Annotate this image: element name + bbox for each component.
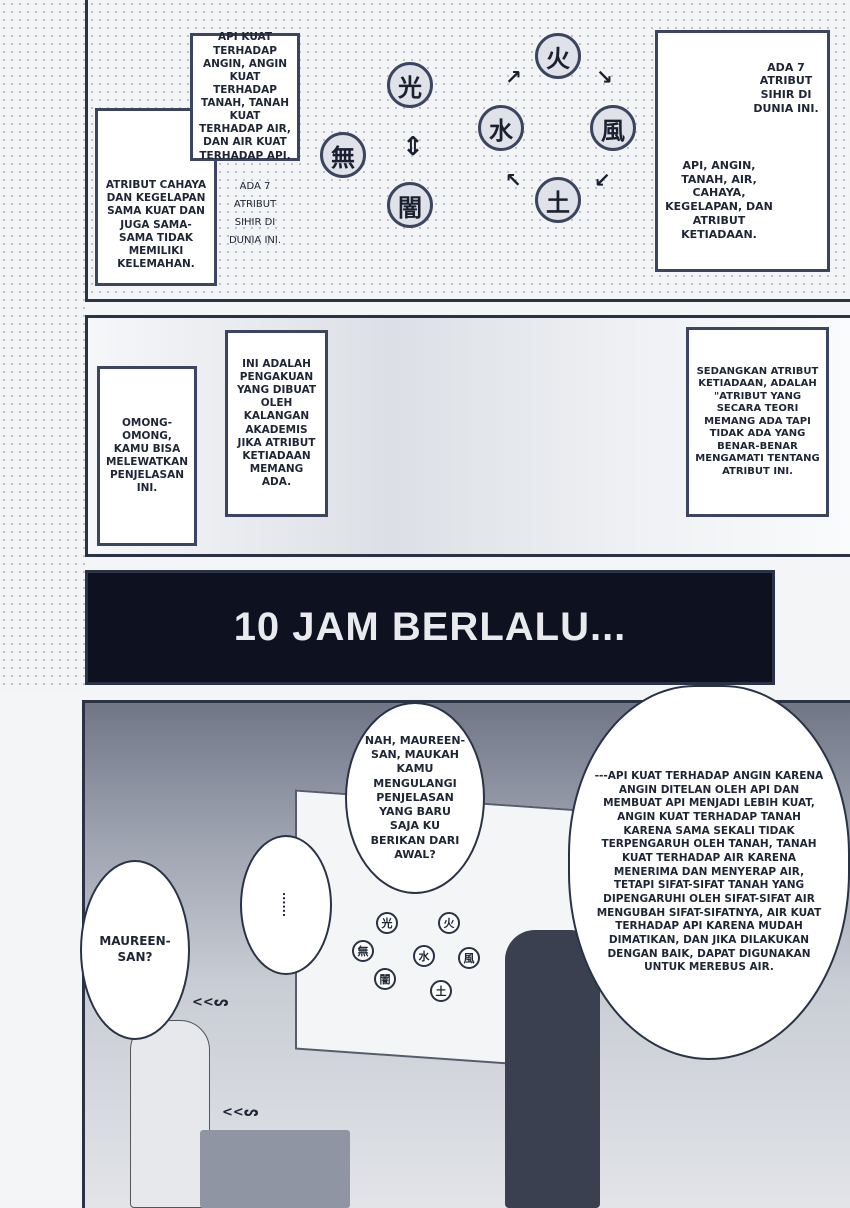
kanji-wind-icon: 風 [590, 105, 636, 151]
caption-text: API, ANGIN, TANAH, AIR, CAHAYA, KEGELAPA… [665, 158, 773, 241]
speech-bubble-question: NAH, MAUREEN-SAN, MAUKAH KAMU MENGULANGI… [345, 702, 485, 894]
caption-elements: API KUAT TERHADAP ANGIN, ANGIN KUAT TERH… [190, 31, 300, 162]
kanji-light-icon: 光 [376, 912, 398, 934]
banner-text: 10 JAM BERLALU... [233, 605, 627, 649]
arrow-icon: ↗ [505, 65, 522, 89]
kanji-dark-icon: 闇 [387, 182, 433, 228]
caption-seven-attributes-small: ADA 7 ATRIBUT SIHIR DI DUNIA INI. [228, 181, 282, 246]
kanji-fire-icon: 火 [438, 912, 460, 934]
caption-text: ADA 7 ATRIBUT SIHIR DI DUNIA INI. [753, 60, 819, 115]
kanji-wind-icon: 風 [458, 947, 480, 969]
desk [200, 1130, 350, 1208]
kanji-void-icon: 無 [320, 132, 366, 178]
kanji-dark-icon: 闇 [374, 968, 396, 990]
kanji-earth-icon: 土 [535, 177, 581, 223]
left-margin [0, 0, 85, 690]
double-arrow-icon: ⇕ [402, 132, 424, 162]
kanji-earth-icon: 土 [430, 980, 452, 1002]
kanji-water-icon: 水 [413, 945, 435, 967]
caption-skip: OMONG-OMONG, KAMU BISA MELEWATKAN PENJEL… [97, 366, 197, 546]
sound-effect: <<ᔕ [192, 995, 229, 1010]
speech-bubble-silence: ...... [240, 835, 332, 975]
kanji-void-icon: 無 [352, 940, 374, 962]
kanji-water-icon: 水 [478, 105, 524, 151]
speech-bubble-name: MAUREEN-SAN? [80, 860, 190, 1040]
sound-effect: <<ᔕ [222, 1105, 259, 1120]
arrow-icon: ↖ [505, 168, 522, 192]
arrow-icon: ↘ [596, 65, 613, 89]
caption-academic: INI ADALAH PENGAKUAN YANG DIBUAT OLEH KA… [225, 330, 328, 517]
kanji-light-icon: 光 [387, 62, 433, 108]
caption-seven-attributes: ADA 7 ATRIBUT SIHIR DI DUNIA INI. API, A… [655, 30, 830, 272]
student-figure [130, 1020, 210, 1208]
time-skip-banner: 10 JAM BERLALU... [85, 570, 775, 685]
arrow-icon: ↙ [594, 168, 611, 192]
speech-bubble-explanation: ---API KUAT TERHADAP ANGIN KARENA ANGIN … [568, 685, 850, 1060]
kanji-fire-icon: 火 [535, 33, 581, 79]
teacher-figure [505, 930, 600, 1208]
caption-void: SEDANGKAN ATRIBUT KETIADAAN, ADALAH "ATR… [686, 327, 829, 517]
